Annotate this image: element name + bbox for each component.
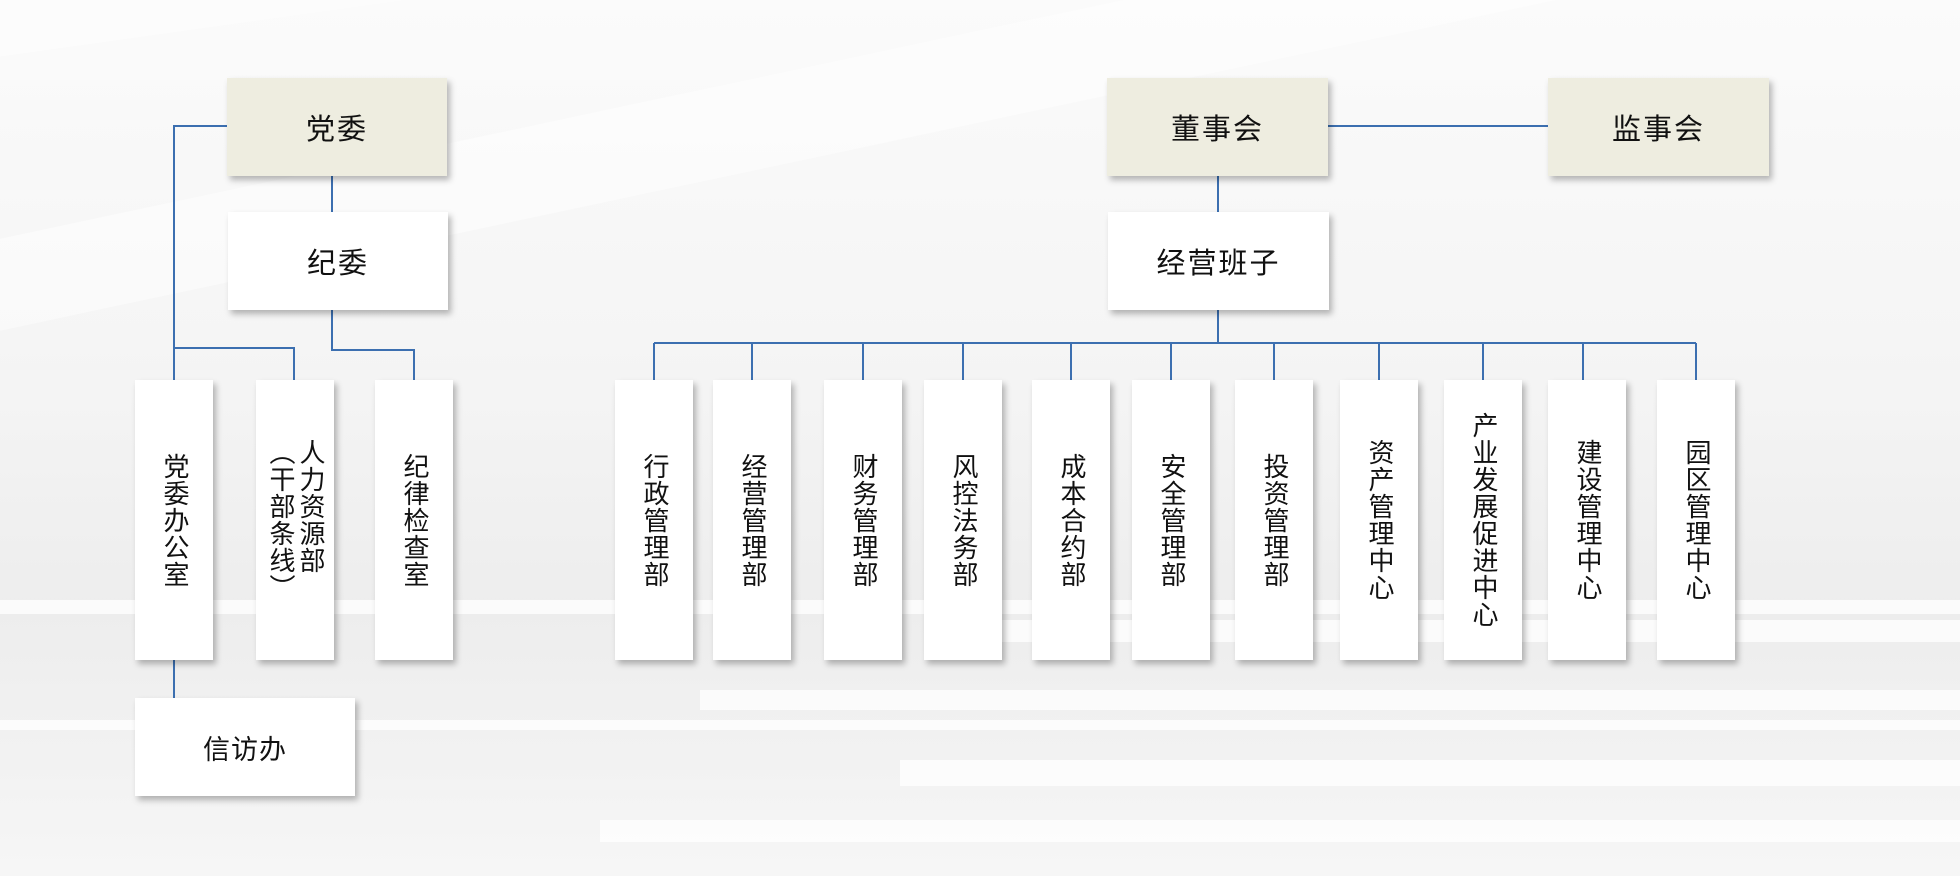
discipline-office-label: 纪律检查室 (399, 452, 429, 588)
petition-office-box: 信访办 (135, 698, 355, 796)
supervisory-board-label: 监事会 (1611, 112, 1705, 146)
dept-investment-label: 投资管理部 (1259, 452, 1289, 588)
dept-risk-legal-label: 风控法务部 (948, 452, 978, 588)
dept-asset-center-label: 资产管理中心 (1364, 439, 1394, 601)
dept-park-center-box: 园区管理中心 (1657, 380, 1735, 660)
dept-cost-contract-label: 成本合约部 (1056, 452, 1086, 588)
board-label: 董事会 (1170, 112, 1264, 146)
dept-operations-label: 经营管理部 (737, 452, 767, 588)
party-office-label: 党委办公室 (159, 452, 189, 588)
dept-asset-center-box: 资产管理中心 (1340, 380, 1418, 660)
dept-construction-center-box: 建设管理中心 (1548, 380, 1626, 660)
discipline-committee-box: 纪委 (228, 212, 448, 310)
dept-cost-contract-box: 成本合约部 (1032, 380, 1110, 660)
dept-admin-label: 行政管理部 (639, 452, 669, 588)
supervisory-board-box: 监事会 (1548, 78, 1769, 176)
dept-finance-box: 财务管理部 (824, 380, 902, 660)
dept-safety-label: 安全管理部 (1156, 452, 1186, 588)
hr-dept-text: 人力资源部 （干部条线） (265, 439, 325, 601)
party-committee-label: 党委 (305, 112, 368, 146)
board-box: 董事会 (1107, 78, 1328, 176)
hr-dept-label: 人力资源部 (295, 439, 325, 574)
hr-dept-box: 人力资源部 （干部条线） (256, 380, 334, 660)
dept-park-center-label: 园区管理中心 (1681, 439, 1711, 601)
discipline-committee-label: 纪委 (306, 246, 369, 280)
discipline-office-box: 纪律检查室 (375, 380, 453, 660)
hr-dept-note: （干部条线） (265, 439, 295, 601)
management-team-box: 经营班子 (1108, 212, 1329, 310)
dept-industry-center-label: 产业发展促进中心 (1468, 412, 1498, 628)
petition-office-label: 信访办 (203, 734, 287, 766)
party-office-box: 党委办公室 (135, 380, 213, 660)
management-team-label: 经营班子 (1156, 246, 1281, 280)
dept-safety-box: 安全管理部 (1132, 380, 1210, 660)
party-committee-box: 党委 (227, 78, 447, 176)
dept-investment-box: 投资管理部 (1235, 380, 1313, 660)
dept-admin-box: 行政管理部 (615, 380, 693, 660)
dept-industry-center-box: 产业发展促进中心 (1444, 380, 1522, 660)
dept-finance-label: 财务管理部 (848, 452, 878, 588)
dept-construction-center-label: 建设管理中心 (1572, 439, 1602, 601)
dept-risk-legal-box: 风控法务部 (924, 380, 1002, 660)
dept-operations-box: 经营管理部 (713, 380, 791, 660)
